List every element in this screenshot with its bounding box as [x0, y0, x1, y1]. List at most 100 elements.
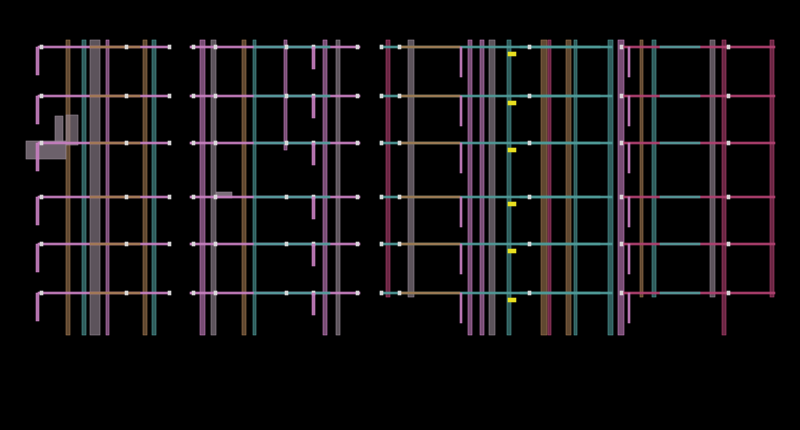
metal-column-15 — [467, 39, 473, 336]
contact-pad — [39, 290, 44, 296]
net-label-marker — [507, 201, 517, 207]
net-label-marker — [507, 100, 517, 106]
pink-stub — [35, 142, 40, 172]
contact-pad — [726, 241, 731, 247]
contact-pad — [355, 194, 360, 200]
pink-stub — [459, 292, 463, 324]
metal-column-0 — [65, 39, 71, 336]
contact-pad — [167, 140, 172, 146]
contact-pad — [726, 93, 731, 99]
contact-pad — [39, 140, 44, 146]
contact-pad — [379, 140, 384, 146]
metal-block — [65, 114, 79, 146]
metal-column-17 — [488, 39, 496, 336]
pink-stub — [311, 292, 316, 316]
contact-pad — [527, 140, 532, 146]
contact-pad — [167, 44, 172, 50]
contact-pad — [527, 93, 532, 99]
wire-row5-6 — [519, 291, 601, 295]
wire-row5-3 — [253, 291, 331, 295]
net-label-marker — [507, 147, 517, 153]
metal-column-13 — [385, 39, 391, 298]
contact-pad — [213, 241, 218, 247]
contact-pad — [284, 44, 289, 50]
pink-stub — [627, 196, 631, 228]
contact-pad — [527, 194, 532, 200]
net-label-marker — [507, 248, 517, 254]
wire-row5-5 — [399, 291, 461, 295]
contact-pad — [619, 140, 624, 146]
contact-pad — [619, 194, 624, 200]
wire-row2-6 — [519, 141, 601, 145]
contact-pad — [726, 140, 731, 146]
wire-row0-3 — [253, 45, 331, 49]
pink-stub — [627, 142, 631, 174]
contact-pad — [39, 44, 44, 50]
pink-stub — [459, 95, 463, 127]
wire-row0-1 — [89, 45, 141, 49]
contact-pad — [379, 93, 384, 99]
contact-pad — [284, 140, 289, 146]
contact-pad — [397, 93, 402, 99]
contact-pad — [284, 241, 289, 247]
contact-pad — [284, 290, 289, 296]
contact-pad — [379, 44, 384, 50]
contact-pad — [355, 241, 360, 247]
metal-column-9 — [252, 39, 257, 336]
wire-row1-1 — [89, 94, 141, 98]
contact-pad — [39, 194, 44, 200]
contact-pad — [355, 290, 360, 296]
contact-pad — [527, 290, 532, 296]
metal-column-28 — [721, 39, 727, 336]
contact-pad — [397, 241, 402, 247]
contact-pad — [213, 290, 218, 296]
metal-column-6 — [199, 39, 206, 336]
metal-column-12 — [335, 39, 341, 336]
contact-pad — [191, 194, 196, 200]
pink-stub — [459, 243, 463, 275]
net-label-marker — [507, 297, 517, 303]
metal-column-26 — [651, 39, 657, 298]
contact-pad — [191, 290, 196, 296]
wire-row1-5 — [399, 94, 461, 98]
wire-row1-3 — [253, 94, 331, 98]
metal-column-3 — [105, 39, 110, 336]
contact-pad — [726, 194, 731, 200]
wire-row4-8 — [659, 242, 701, 246]
pink-stub — [35, 95, 40, 125]
wire-row1-6 — [519, 94, 601, 98]
metal-column-22 — [573, 39, 578, 336]
wire-row2-8 — [659, 141, 701, 145]
contact-pad — [355, 140, 360, 146]
contact-pad — [167, 241, 172, 247]
pink-stub — [35, 196, 40, 226]
metal-column-7 — [210, 39, 217, 336]
contact-pad — [167, 93, 172, 99]
contact-pad — [124, 93, 129, 99]
contact-pad — [124, 194, 129, 200]
wire-row4-5 — [399, 242, 461, 246]
wire-row0-6 — [519, 45, 601, 49]
metal-column-29 — [769, 39, 775, 298]
pink-stub — [459, 142, 463, 174]
contact-pad — [191, 241, 196, 247]
contact-pad — [379, 290, 384, 296]
metal-column-24 — [617, 39, 625, 336]
contact-pad — [191, 93, 196, 99]
net-label-marker — [507, 51, 517, 57]
contact-pad — [213, 93, 218, 99]
contact-pad — [619, 241, 624, 247]
contact-pad — [379, 241, 384, 247]
wire-row4-1 — [89, 242, 141, 246]
pink-stub — [35, 46, 40, 76]
pink-stub — [627, 95, 631, 127]
pink-stub — [35, 292, 40, 322]
contact-pad — [124, 44, 129, 50]
contact-pad — [167, 290, 172, 296]
metal-column-14 — [407, 39, 415, 298]
pink-stub — [627, 46, 631, 78]
metal-column-5 — [151, 39, 157, 336]
wire-row4-3 — [253, 242, 331, 246]
contact-pad — [39, 93, 44, 99]
